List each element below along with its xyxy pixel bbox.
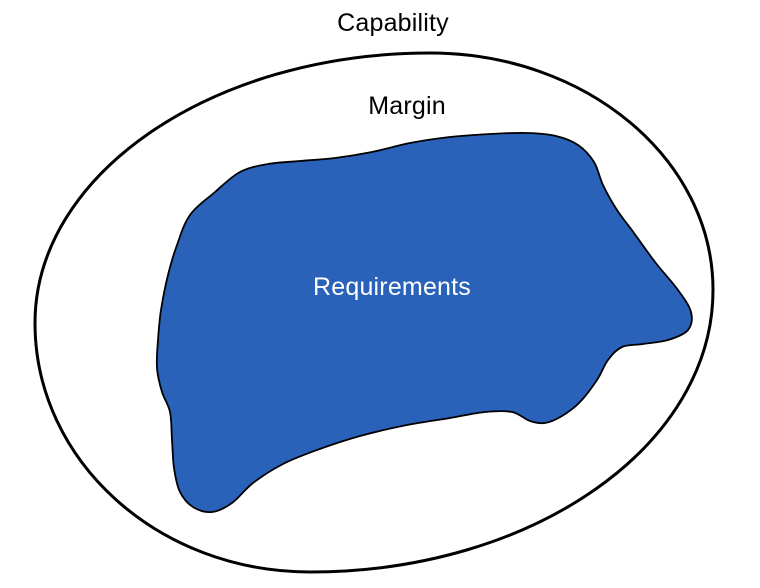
margin-label: Margin bbox=[368, 92, 446, 120]
capability-label: Capability bbox=[337, 9, 449, 37]
requirements-label: Requirements bbox=[312, 273, 472, 301]
requirements-region-blob bbox=[155, 132, 693, 514]
